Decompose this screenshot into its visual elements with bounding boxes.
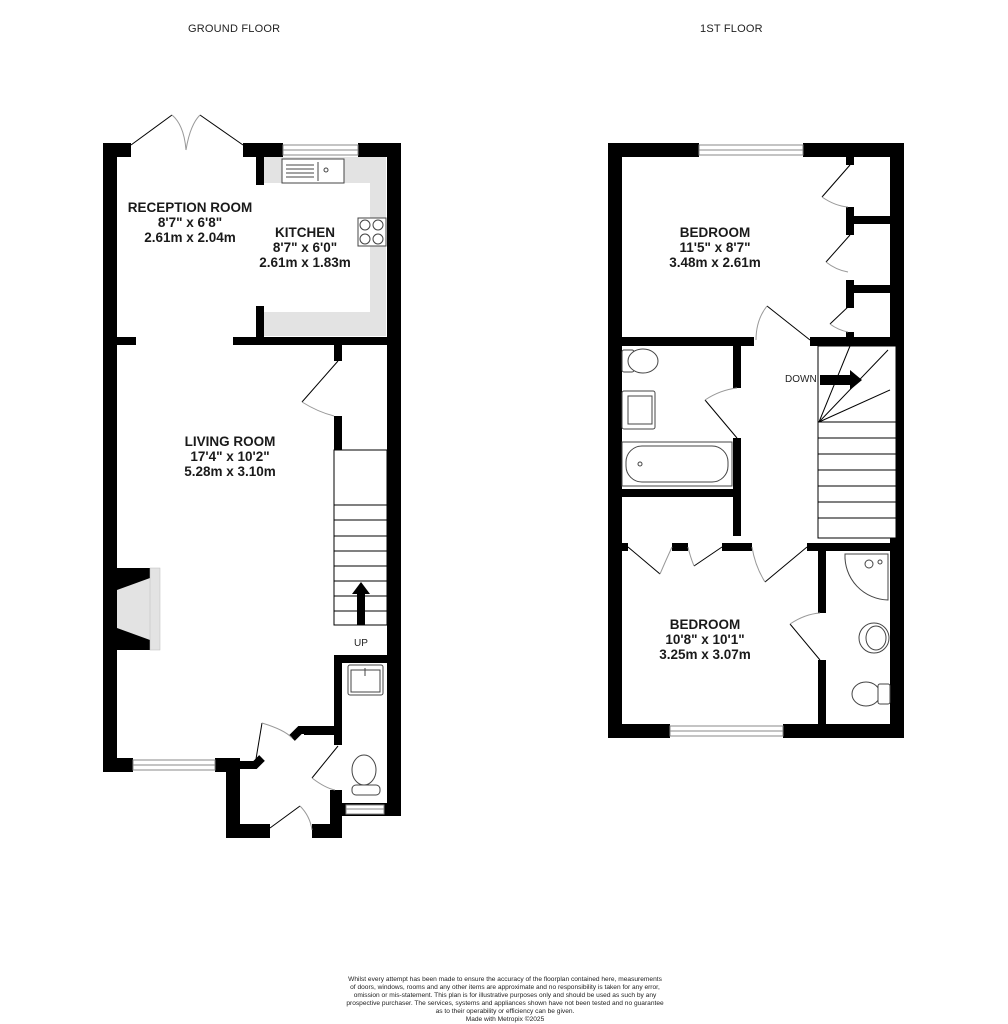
room-label-kitchen: KITCHEN 8'7" x 6'0" 2.61m x 1.83m	[255, 225, 355, 270]
room-name: BEDROOM	[679, 225, 751, 240]
disclaimer-line: omission or mis-statement. This plan is …	[353, 992, 657, 999]
room-size-imperial: 10'8" x 10'1"	[665, 632, 745, 647]
ground-floor-title: GROUND FLOOR	[188, 23, 281, 35]
kitchen-hob	[357, 217, 387, 247]
room-name: RECEPTION ROOM	[127, 200, 253, 215]
room-size-imperial: 8'7" x 6'8"	[157, 215, 223, 230]
room-name: KITCHEN	[275, 225, 335, 240]
kitchen-sink	[281, 158, 345, 184]
disclaimer-line: as to their operability or efficiency ca…	[435, 1008, 575, 1015]
disclaimer-line: of doors, windows, rooms and any other i…	[350, 984, 660, 991]
stairs-up-label: UP	[354, 638, 368, 649]
first-floor-plan	[608, 143, 904, 738]
room-name: LIVING ROOM	[184, 434, 276, 449]
room-size-metric: 3.25m x 3.07m	[659, 647, 751, 662]
room-size-metric: 5.28m x 3.10m	[184, 464, 276, 479]
disclaimer: Whilst every attempt has been made to en…	[320, 976, 690, 1024]
first-floor-title: 1ST FLOOR	[700, 23, 763, 35]
room-size-imperial: 11'5" x 8'7"	[679, 240, 751, 255]
stairs-down-label: DOWN	[785, 374, 817, 385]
disclaimer-line: prospective purchaser. The services, sys…	[346, 1000, 664, 1007]
room-size-imperial: 8'7" x 6'0"	[272, 240, 338, 255]
room-label-bedroom-1: BEDROOM 11'5" x 8'7" 3.48m x 2.61m	[660, 225, 770, 270]
disclaimer-line: Whilst every attempt has been made to en…	[348, 976, 662, 983]
room-size-metric: 2.61m x 1.83m	[259, 255, 351, 270]
room-name: BEDROOM	[669, 617, 741, 632]
ground-floor-plan	[103, 114, 401, 838]
room-size-metric: 3.48m x 2.61m	[669, 255, 761, 270]
room-size-metric: 2.61m x 2.04m	[144, 230, 236, 245]
room-size-imperial: 17'4" x 10'2"	[190, 449, 270, 464]
room-label-bedroom-2: BEDROOM 10'8" x 10'1" 3.25m x 3.07m	[650, 617, 760, 662]
room-label-reception: RECEPTION ROOM 8'7" x 6'8" 2.61m x 2.04m	[110, 200, 270, 245]
credit: Made with Metropix ©2025	[465, 1016, 545, 1023]
room-label-living-room: LIVING ROOM 17'4" x 10'2" 5.28m x 3.10m	[150, 434, 310, 479]
